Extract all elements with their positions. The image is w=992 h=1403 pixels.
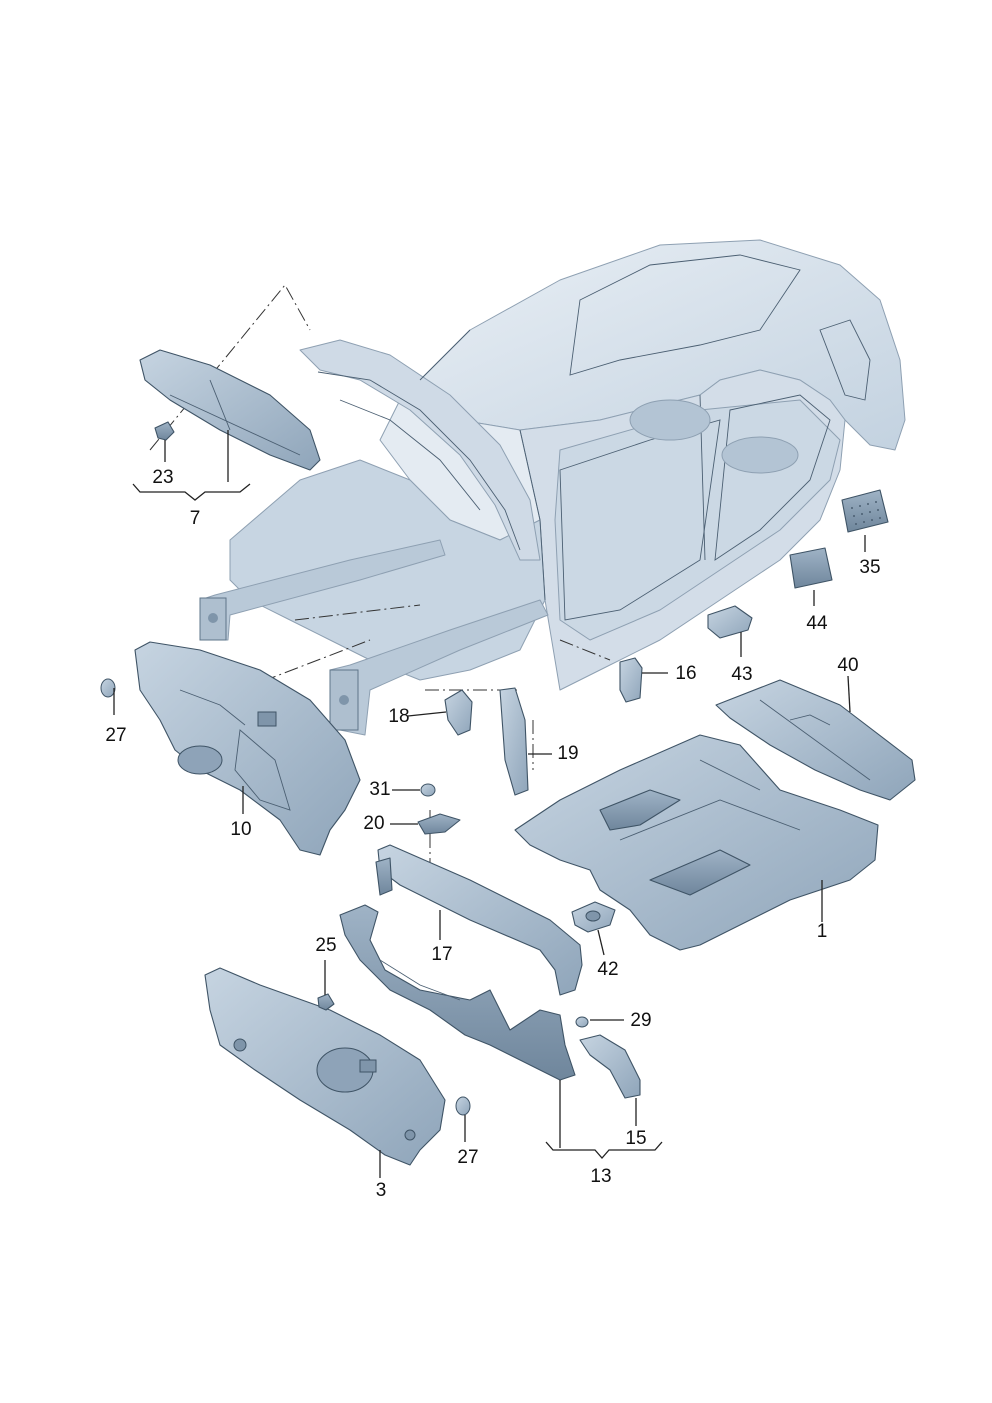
callout-40: 40 (837, 655, 858, 676)
part-floor-mat-1 (514, 734, 879, 951)
part-tunnel-insulation-13 (339, 904, 576, 1081)
callout-27-lower: 27 (457, 1147, 478, 1168)
callout-42: 42 (597, 959, 618, 980)
car-body-shell (199, 239, 906, 736)
callout-43: 43 (731, 664, 752, 685)
callout-20: 20 (363, 813, 384, 834)
part-block-18 (444, 689, 473, 736)
part-dash-insulation-inner (134, 641, 361, 856)
callout-3: 3 (376, 1180, 387, 1201)
callout-18: 18 (388, 706, 409, 727)
part-washer-27-upper (100, 678, 116, 698)
part-mount-42 (571, 901, 616, 933)
part-dash-insulation-outer (204, 967, 446, 1166)
callout-31: 31 (369, 779, 390, 800)
part-cap-31 (420, 783, 436, 797)
part-block-16 (619, 657, 643, 703)
part-strip-19 (499, 687, 529, 796)
callout-35: 35 (859, 557, 880, 578)
callout-44: 44 (806, 613, 828, 634)
callout-13: 13 (590, 1166, 611, 1187)
callout-25: 25 (315, 935, 336, 956)
callout-29: 29 (630, 1010, 651, 1031)
callout-27-upper: 27 (105, 725, 126, 746)
callout-19: 19 (557, 743, 578, 764)
leader-lines (113, 430, 866, 1178)
part-clip-23 (154, 421, 175, 441)
part-washer-27-lower (455, 1096, 471, 1116)
part-pad-44 (789, 547, 833, 589)
part-pad-35 (841, 489, 889, 533)
callout-10: 10 (230, 819, 251, 840)
callout-7: 7 (190, 508, 201, 529)
part-insulation-17 (375, 844, 583, 996)
callout-17: 17 (431, 944, 452, 965)
part-clip-25 (317, 993, 335, 1011)
part-bracket-15 (579, 1034, 641, 1099)
callout-15: 15 (625, 1128, 646, 1149)
callout-labels: 23 7 35 44 43 16 40 27 18 19 31 20 10 1 … (105, 467, 880, 1201)
part-hood-insulation (139, 349, 321, 471)
part-bracket-20 (417, 813, 461, 835)
callout-1: 1 (817, 921, 828, 942)
part-rear-floor-mat-40 (715, 679, 916, 801)
callout-16: 16 (675, 663, 696, 684)
part-block-43 (707, 605, 753, 639)
part-nut-29 (575, 1016, 589, 1028)
callout-23: 23 (152, 467, 173, 488)
